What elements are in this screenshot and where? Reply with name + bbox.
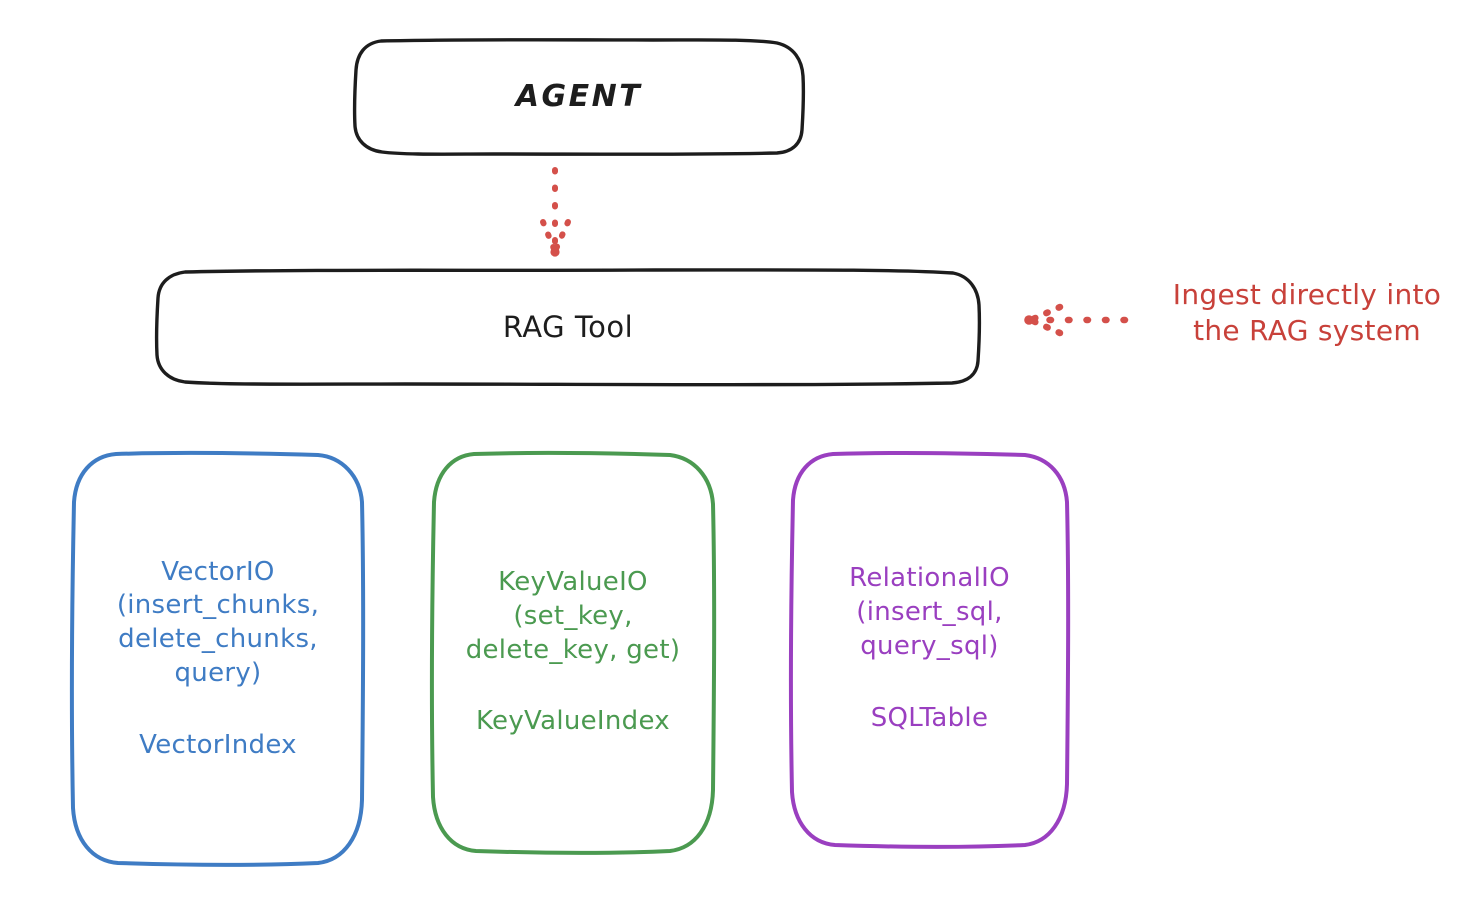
ingest-to-rag-tool-arrow <box>1024 303 1129 337</box>
relational-io-label-block: RelationalIO (insert_sql, query_sql) SQL… <box>789 562 1070 735</box>
vector-io-label-block: VectorIO (insert_chunks, delete_chunks, … <box>70 556 366 763</box>
relational-io-node[interactable]: RelationalIO (insert_sql, query_sql) SQL… <box>788 450 1071 849</box>
relational-io-index-label: SQLTable <box>870 702 989 733</box>
key-value-io-api-label: KeyValueIO (set_key, delete_key, get) <box>465 566 681 665</box>
agent-label: AGENT <box>515 79 643 115</box>
rag-tool-node[interactable]: RAG Tool <box>154 268 982 387</box>
vector-io-node[interactable]: VectorIO (insert_chunks, delete_chunks, … <box>69 450 366 868</box>
key-value-io-label-block: KeyValueIO (set_key, delete_key, get) Ke… <box>430 566 716 739</box>
key-value-io-node[interactable]: KeyValueIO (set_key, delete_key, get) Ke… <box>429 450 717 855</box>
relational-io-api-label: RelationalIO (insert_sql, query_sql) <box>849 563 1010 661</box>
rag-tool-label: RAG Tool <box>502 309 634 344</box>
vector-io-api-label: VectorIO (insert_chunks, delete_chunks, … <box>116 556 320 688</box>
agent-to-rag-tool-arrow <box>540 167 571 257</box>
ingest-annotation-text: Ingest directly into the RAG system <box>1172 278 1442 347</box>
vector-io-index-label: VectorIndex <box>139 729 297 760</box>
key-value-io-index-label: KeyValueIndex <box>475 706 670 737</box>
agent-node[interactable]: AGENT <box>352 38 806 156</box>
